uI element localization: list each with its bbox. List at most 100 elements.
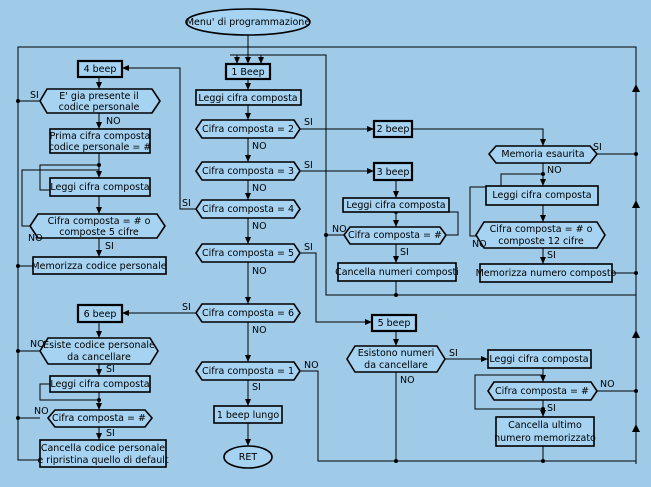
label-si: SI [547, 250, 556, 261]
decision-cifra-4: Cifra composta = 4 [195, 199, 301, 219]
svg-text:da cancellare: da cancellare [364, 360, 428, 371]
svg-text:RET: RET [239, 452, 258, 463]
box-cancella-ultimo: Cancella ultimo numero memorizzato [494, 416, 596, 447]
svg-text:Cifra composta = # o: Cifra composta = # o [490, 224, 593, 235]
end-node-ret: RET [223, 445, 273, 469]
label-si: SI [449, 348, 458, 359]
label-si: SI [105, 241, 114, 252]
label-no: NO [252, 221, 267, 232]
label-no: NO [252, 266, 267, 277]
box-memorizza-numero: Memorizza numero composto [476, 263, 617, 283]
label-no: NO [600, 379, 615, 390]
label-no: NO [34, 406, 49, 417]
svg-text:Cancella ultimo: Cancella ultimo [508, 420, 582, 431]
decision-memoria-esaurita: Memoria esaurita [487, 145, 599, 164]
box-6-beep: 6 beep [76, 303, 124, 324]
label-si: SI [182, 198, 191, 209]
box-leggi-cifra-1: Leggi cifra composta [195, 89, 302, 106]
box-5-beep: 5 beep [370, 313, 418, 333]
title-label: Menu' di programmazione [186, 17, 310, 28]
label-no: NO [106, 116, 121, 127]
svg-text:Memoria esaurita: Memoria esaurita [501, 149, 584, 160]
svg-text:3 beep: 3 beep [377, 167, 410, 178]
svg-text:Leggi cifra composta: Leggi cifra composta [492, 190, 591, 201]
label-si: SI [304, 117, 313, 128]
label-si: SI [547, 403, 556, 414]
label-no: NO [547, 165, 562, 176]
label-no: NO [332, 224, 347, 235]
label-si: SI [304, 160, 313, 171]
label-si: SI [304, 242, 313, 253]
svg-text:Prima cifra composta: Prima cifra composta [50, 131, 151, 142]
svg-text:Cifra composta = #: Cifra composta = # [348, 230, 442, 241]
svg-text:Memorizza codice personale: Memorizza codice personale [31, 261, 166, 272]
svg-text:Esistono numeri: Esistono numeri [358, 348, 435, 359]
box-2-beep: 2 beep [372, 119, 414, 139]
label-si: SI [106, 364, 115, 375]
label-si: SI [30, 90, 39, 101]
svg-text:Cifra composta = 5: Cifra composta = 5 [202, 248, 294, 259]
box-3-beep: 3 beep [372, 161, 414, 182]
box-leggi-cifra-2: Leggi cifra composta [49, 177, 151, 197]
svg-text:Cifra composta = 1: Cifra composta = 1 [202, 366, 294, 377]
box-leggi-cifra-3: Leggi cifra composta [49, 375, 151, 393]
svg-text:Cifra composta = #: Cifra composta = # [495, 386, 589, 397]
svg-text:Cifra composta = #: Cifra composta = # [52, 413, 146, 424]
svg-text:codice personale: codice personale [59, 102, 140, 113]
label-no: NO [28, 233, 43, 244]
label-si: SI [593, 142, 602, 153]
svg-text:E' gia presente il: E' gia presente il [59, 91, 138, 102]
svg-text:Cancella numeri composti: Cancella numeri composti [335, 267, 459, 278]
decision-12-cifre: Cifra composta = # o composte 12 cifre [475, 221, 606, 249]
box-leggi-cifra-5: Leggi cifra composta [485, 185, 599, 206]
svg-text:numero memorizzato: numero memorizzato [494, 433, 596, 444]
label-no: NO [252, 183, 267, 194]
svg-text:Memorizza numero composto: Memorizza numero composto [476, 268, 617, 279]
box-1-beep: 1 Beep [224, 62, 272, 81]
svg-text:Leggi cifra composta: Leggi cifra composta [50, 182, 149, 193]
label-no: NO [30, 339, 45, 350]
label-no: NO [304, 360, 319, 371]
svg-text:1 Beep: 1 Beep [231, 67, 264, 78]
decision-hash-2: Cifra composta = # [343, 226, 447, 245]
label-si: SI [182, 302, 191, 313]
box-memorizza-codice: Memorizza codice personale [31, 256, 167, 275]
label-si: SI [400, 247, 409, 258]
svg-text:composte 5 cifre: composte 5 cifre [59, 227, 139, 238]
svg-text:Leggi cifra composta: Leggi cifra composta [50, 379, 149, 390]
label-no: NO [252, 325, 267, 336]
decision-cifra-3: Cifra composta = 3 [195, 161, 301, 181]
label-no: NO [472, 239, 487, 250]
svg-text:6 beep: 6 beep [84, 309, 117, 320]
branch-labels: SI NO SI NO SI NO SI NO SI NO NO SI SI N… [28, 90, 615, 439]
decision-esiste-codice: Esiste codice personale da cancellare [39, 337, 159, 365]
svg-text:1 beep lungo: 1 beep lungo [217, 410, 280, 421]
decision-hash-1: Cifra composta = # [46, 409, 154, 428]
decision-cifra-1: Cifra composta = 1 [195, 361, 301, 381]
svg-text:composte 12 cifre: composte 12 cifre [498, 236, 584, 247]
decision-cifra-2: Cifra composta = 2 [195, 119, 301, 139]
svg-text:4 beep: 4 beep [84, 64, 117, 75]
svg-text:Cancella codice personale: Cancella codice personale [41, 443, 165, 454]
svg-text:Cifra composta = 3: Cifra composta = 3 [202, 166, 294, 177]
box-leggi-cifra-4: Leggi cifra composta [342, 197, 450, 213]
svg-text:2 beep: 2 beep [377, 124, 410, 135]
box-leggi-cifra-6: Leggi cifra composta [487, 349, 592, 369]
svg-text:Leggi cifra composta: Leggi cifra composta [346, 200, 445, 211]
svg-text:Cifra composta = 4: Cifra composta = 4 [202, 204, 294, 215]
label-si: SI [106, 428, 115, 439]
svg-text:codice personale = #: codice personale = # [49, 142, 152, 153]
svg-text:Cifra composta = 2: Cifra composta = 2 [202, 124, 294, 135]
decision-5-cifre: Cifra composta = # o composte 5 cifre [29, 213, 166, 239]
svg-text:5 beep: 5 beep [378, 318, 411, 329]
decision-cifra-6: Cifra composta = 6 [195, 303, 301, 323]
svg-text:Leggi cifra composta: Leggi cifra composta [198, 93, 297, 104]
label-si: SI [252, 382, 261, 393]
box-cancella-codice: Cancella codice personale e ripristina q… [37, 439, 169, 468]
svg-text:da cancellare: da cancellare [67, 352, 131, 363]
svg-text:e ripristina quello di default: e ripristina quello di default [37, 455, 169, 466]
box-cancella-numeri: Cancella numeri composti [335, 262, 459, 282]
svg-text:Esiste codice personale: Esiste codice personale [43, 340, 155, 351]
label-no: NO [252, 141, 267, 152]
